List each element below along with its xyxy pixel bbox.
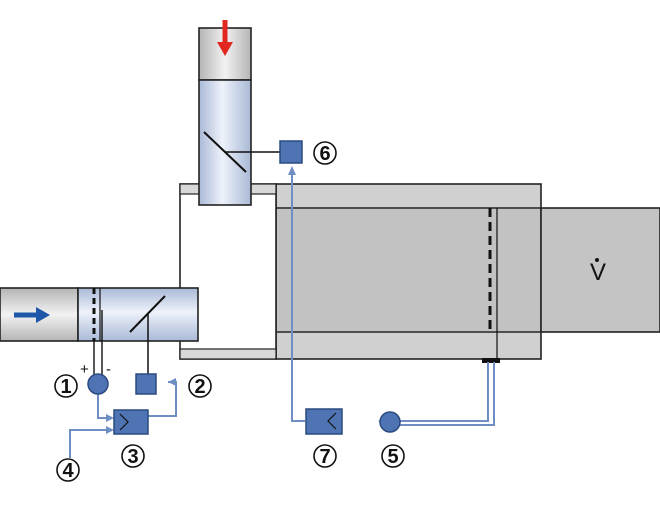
junction-bottom-rail (179, 348, 277, 360)
svg-text:3: 3 (127, 446, 138, 468)
arrow-right-icon (14, 307, 50, 323)
actuator-6 (279, 140, 303, 164)
svg-text:7: 7 (319, 446, 330, 468)
wire-arrow-3b (106, 426, 114, 434)
label-5: 5 (381, 444, 405, 468)
svg-text:2: 2 (194, 376, 205, 398)
left-damper-housing (77, 287, 199, 342)
signal-wires (69, 172, 495, 458)
label-4: 4 (56, 458, 80, 482)
arrow-down-icon (217, 20, 233, 56)
svg-text:6: 6 (319, 143, 330, 165)
pressure-transducer-1 (87, 373, 109, 395)
flow-symbol-dot (595, 258, 599, 262)
actuator-2 (135, 373, 157, 395)
label-2: 2 (188, 374, 212, 398)
minus-sign: - (106, 361, 111, 378)
outlet-duct (540, 207, 660, 333)
wire-arrow-3a (106, 414, 114, 422)
label-6: 6 (313, 141, 337, 165)
svg-text:4: 4 (62, 460, 74, 482)
flow-symbol: V (590, 259, 606, 286)
plus-sign: + (80, 361, 89, 378)
label-3: 3 (121, 444, 145, 468)
controller-3-symbol (119, 413, 129, 431)
label-7: 7 (313, 444, 337, 468)
controller-3 (113, 409, 149, 435)
svg-text:1: 1 (60, 376, 71, 398)
wire-arrow-6 (288, 166, 296, 175)
controller-7 (305, 408, 343, 435)
chamber-core (277, 209, 540, 331)
main-sensor-base (482, 358, 500, 363)
controller-7-symbol (327, 412, 337, 430)
pressure-transducer-5 (379, 411, 401, 433)
wire-arrow-2 (168, 378, 176, 386)
label-1: 1 (54, 374, 78, 398)
svg-text:5: 5 (387, 446, 398, 468)
top-damper-housing (198, 79, 252, 206)
